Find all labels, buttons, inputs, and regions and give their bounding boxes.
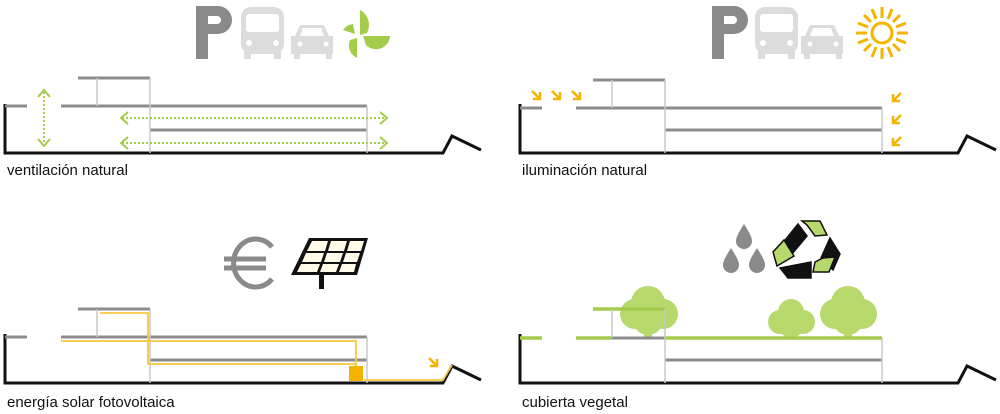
bus-icon: [241, 7, 284, 59]
walls: [96, 78, 368, 153]
tree-icon: [620, 286, 877, 338]
solar-panel-icon: [291, 238, 368, 289]
recycle-icon: [772, 220, 841, 279]
walls: [611, 80, 883, 153]
sun-icon: [856, 7, 908, 59]
fan-icon: [343, 10, 390, 58]
panel-lighting: [518, 6, 998, 155]
slabs: [5, 76, 367, 132]
label-ventilation: ventilación natural: [7, 162, 128, 179]
inverter-box: [349, 366, 363, 381]
walls: [611, 309, 883, 383]
parking-icon: [712, 6, 748, 59]
car-icon: [801, 25, 843, 59]
euro-icon: [224, 236, 274, 290]
label-solar: energía solar fotovoltaica: [7, 394, 175, 411]
panel-solar: [3, 236, 483, 385]
walls: [96, 309, 368, 383]
raindrops-icon: [723, 224, 765, 273]
airflow-arrows: [37, 88, 389, 150]
green-roof-slabs: [520, 307, 882, 340]
sun-arrow: [428, 357, 439, 368]
parking-icon: [196, 6, 232, 59]
car-icon: [291, 25, 333, 59]
label-lighting: iluminación natural: [522, 162, 648, 179]
tree-2: [768, 299, 815, 338]
slabs: [520, 78, 882, 132]
bus-icon: [755, 7, 798, 59]
power-cable: [61, 312, 453, 381]
slabs: [5, 307, 367, 362]
panel-green-roof: [518, 220, 998, 385]
panel-ventilation: [3, 6, 483, 155]
slabs: [612, 336, 882, 362]
tree-3: [820, 286, 877, 338]
label-green-roof: cubierta vegetal: [522, 394, 628, 411]
light-arrows: [531, 90, 902, 147]
tree-1: [620, 286, 678, 338]
